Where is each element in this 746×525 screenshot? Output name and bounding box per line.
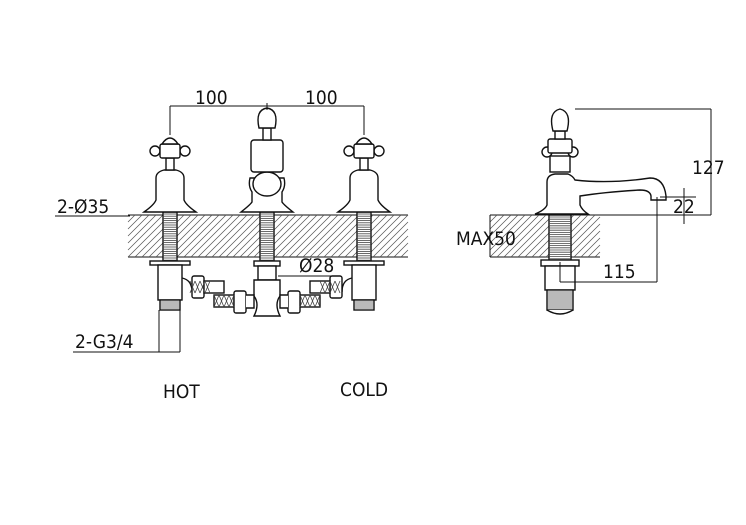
dimension-hole-diameter: 2-Ø35 xyxy=(55,196,130,218)
center-dia-label: Ø28 xyxy=(299,255,334,277)
dimension-center-diameter: Ø28 xyxy=(278,255,340,277)
dim-right-label: 100 xyxy=(305,87,338,109)
dimension-reach: 115 xyxy=(559,197,658,283)
side-view-tap xyxy=(534,108,667,315)
tap-parts xyxy=(141,107,667,317)
left-hose xyxy=(213,290,255,314)
center-spout xyxy=(238,107,296,317)
reach-label: 115 xyxy=(603,261,636,283)
dimension-max-deck: MAX50 xyxy=(456,215,516,257)
dimension-height: 127 xyxy=(575,108,725,216)
thread-label: 2-G3/4 xyxy=(75,331,134,353)
hot-label: HOT xyxy=(163,381,200,403)
dim-left-label: 100 xyxy=(195,87,228,109)
hole-dia-label: 2-Ø35 xyxy=(57,196,109,218)
hot-tap xyxy=(141,137,199,311)
right-hose xyxy=(279,290,321,314)
spout-height-label: 22 xyxy=(673,196,695,218)
height-label: 127 xyxy=(692,157,725,179)
max-deck-label: MAX50 xyxy=(456,228,516,250)
dimension-thread: 2-G3/4 xyxy=(73,310,181,353)
cold-tap xyxy=(335,137,393,311)
dimension-width: 100 100 xyxy=(169,87,365,135)
dimension-spout-height: 22 xyxy=(660,188,696,224)
cold-label: COLD xyxy=(340,379,388,401)
